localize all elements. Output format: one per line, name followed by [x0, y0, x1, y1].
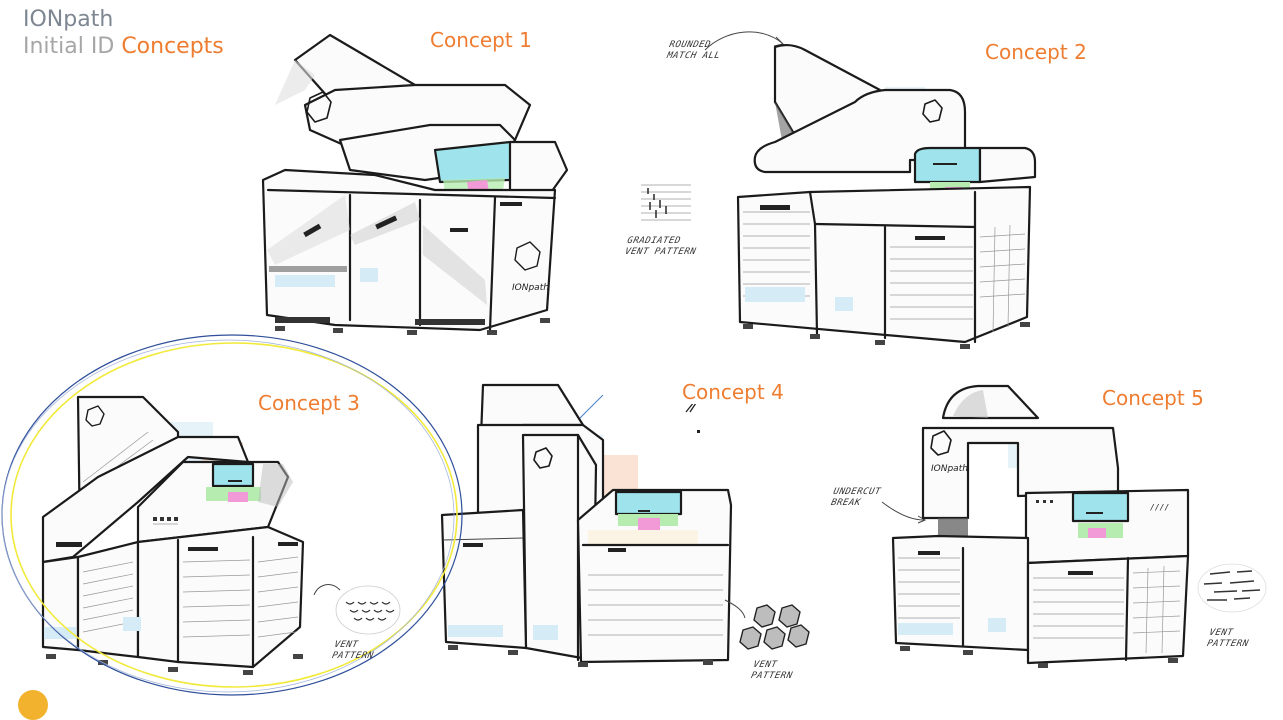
concept-5-undercut-arrow: [881, 501, 927, 524]
concept-1-sketch: IONpath: [261, 33, 569, 335]
concept-4-pointer-mark: [685, 401, 700, 433]
concept-5-brand-mark: IONpath: [931, 464, 968, 474]
concept-3-highlight-ellipse: [1, 334, 463, 696]
concept-3-label: Concept 3: [256, 391, 362, 415]
slide-title-block: IONpath Initial ID Concepts: [23, 7, 224, 61]
corner-accent-circle: [18, 690, 48, 720]
concept-2-vent-swatch: [641, 184, 691, 221]
concept-5-sketch: IONpath ////: [891, 384, 1190, 668]
concept-3-vent-callout: [313, 584, 401, 635]
concept-3-sketch: [41, 395, 305, 675]
concept-4-vent-callout: [724, 599, 810, 650]
concept-1-brand-mark: IONpath: [512, 283, 549, 293]
concept-2-sketch: [736, 43, 1037, 349]
concept-4-label: Concept 4: [680, 380, 786, 404]
slide-subtitle-highlight: Concepts: [121, 33, 224, 59]
slide-title: IONpath: [23, 7, 114, 32]
concept-5-label: Concept 5: [1100, 386, 1206, 410]
slide-subtitle-prefix: Initial ID: [23, 33, 115, 59]
svg-text:////: ////: [1150, 503, 1169, 512]
concept-5-vent-callout: [1197, 563, 1267, 613]
concept-1-label: Concept 1: [428, 28, 534, 52]
concept-2-label: Concept 2: [983, 40, 1089, 64]
concept-4-sketch: [440, 383, 733, 667]
